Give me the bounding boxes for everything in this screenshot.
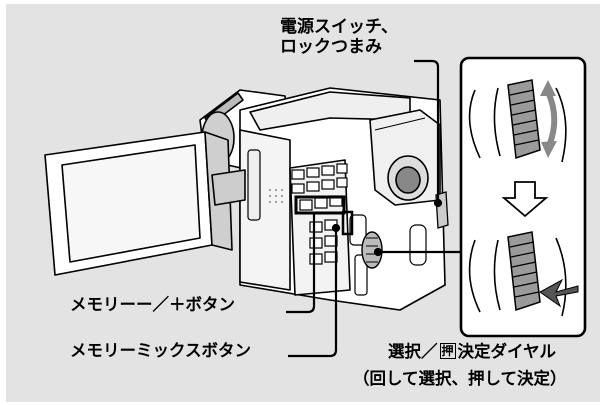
dial-label: 選択／押決定ダイヤル — [388, 342, 557, 362]
down-arrow-icon — [501, 181, 549, 218]
press-arrow-icon — [539, 278, 579, 308]
memory-minus-plus-label: メモリーー／＋ボタン — [70, 295, 235, 314]
power-switch-label-line2: ロックつまみ — [280, 36, 382, 57]
power-switch-label-line1: 電源スイッチ、 — [280, 17, 398, 37]
push-symbol-icon: 押 — [439, 343, 456, 359]
memory-mix-label: メモリーミックスボタン — [70, 341, 252, 360]
dial-label-pre: 選択／ — [388, 342, 438, 361]
power-switch-label: 電源スイッチ、 ロックつまみ — [280, 17, 398, 57]
dial-label-post: 決定ダイヤル — [457, 342, 557, 361]
dial-sublabel: （回して選択、押して決定） — [353, 369, 567, 388]
